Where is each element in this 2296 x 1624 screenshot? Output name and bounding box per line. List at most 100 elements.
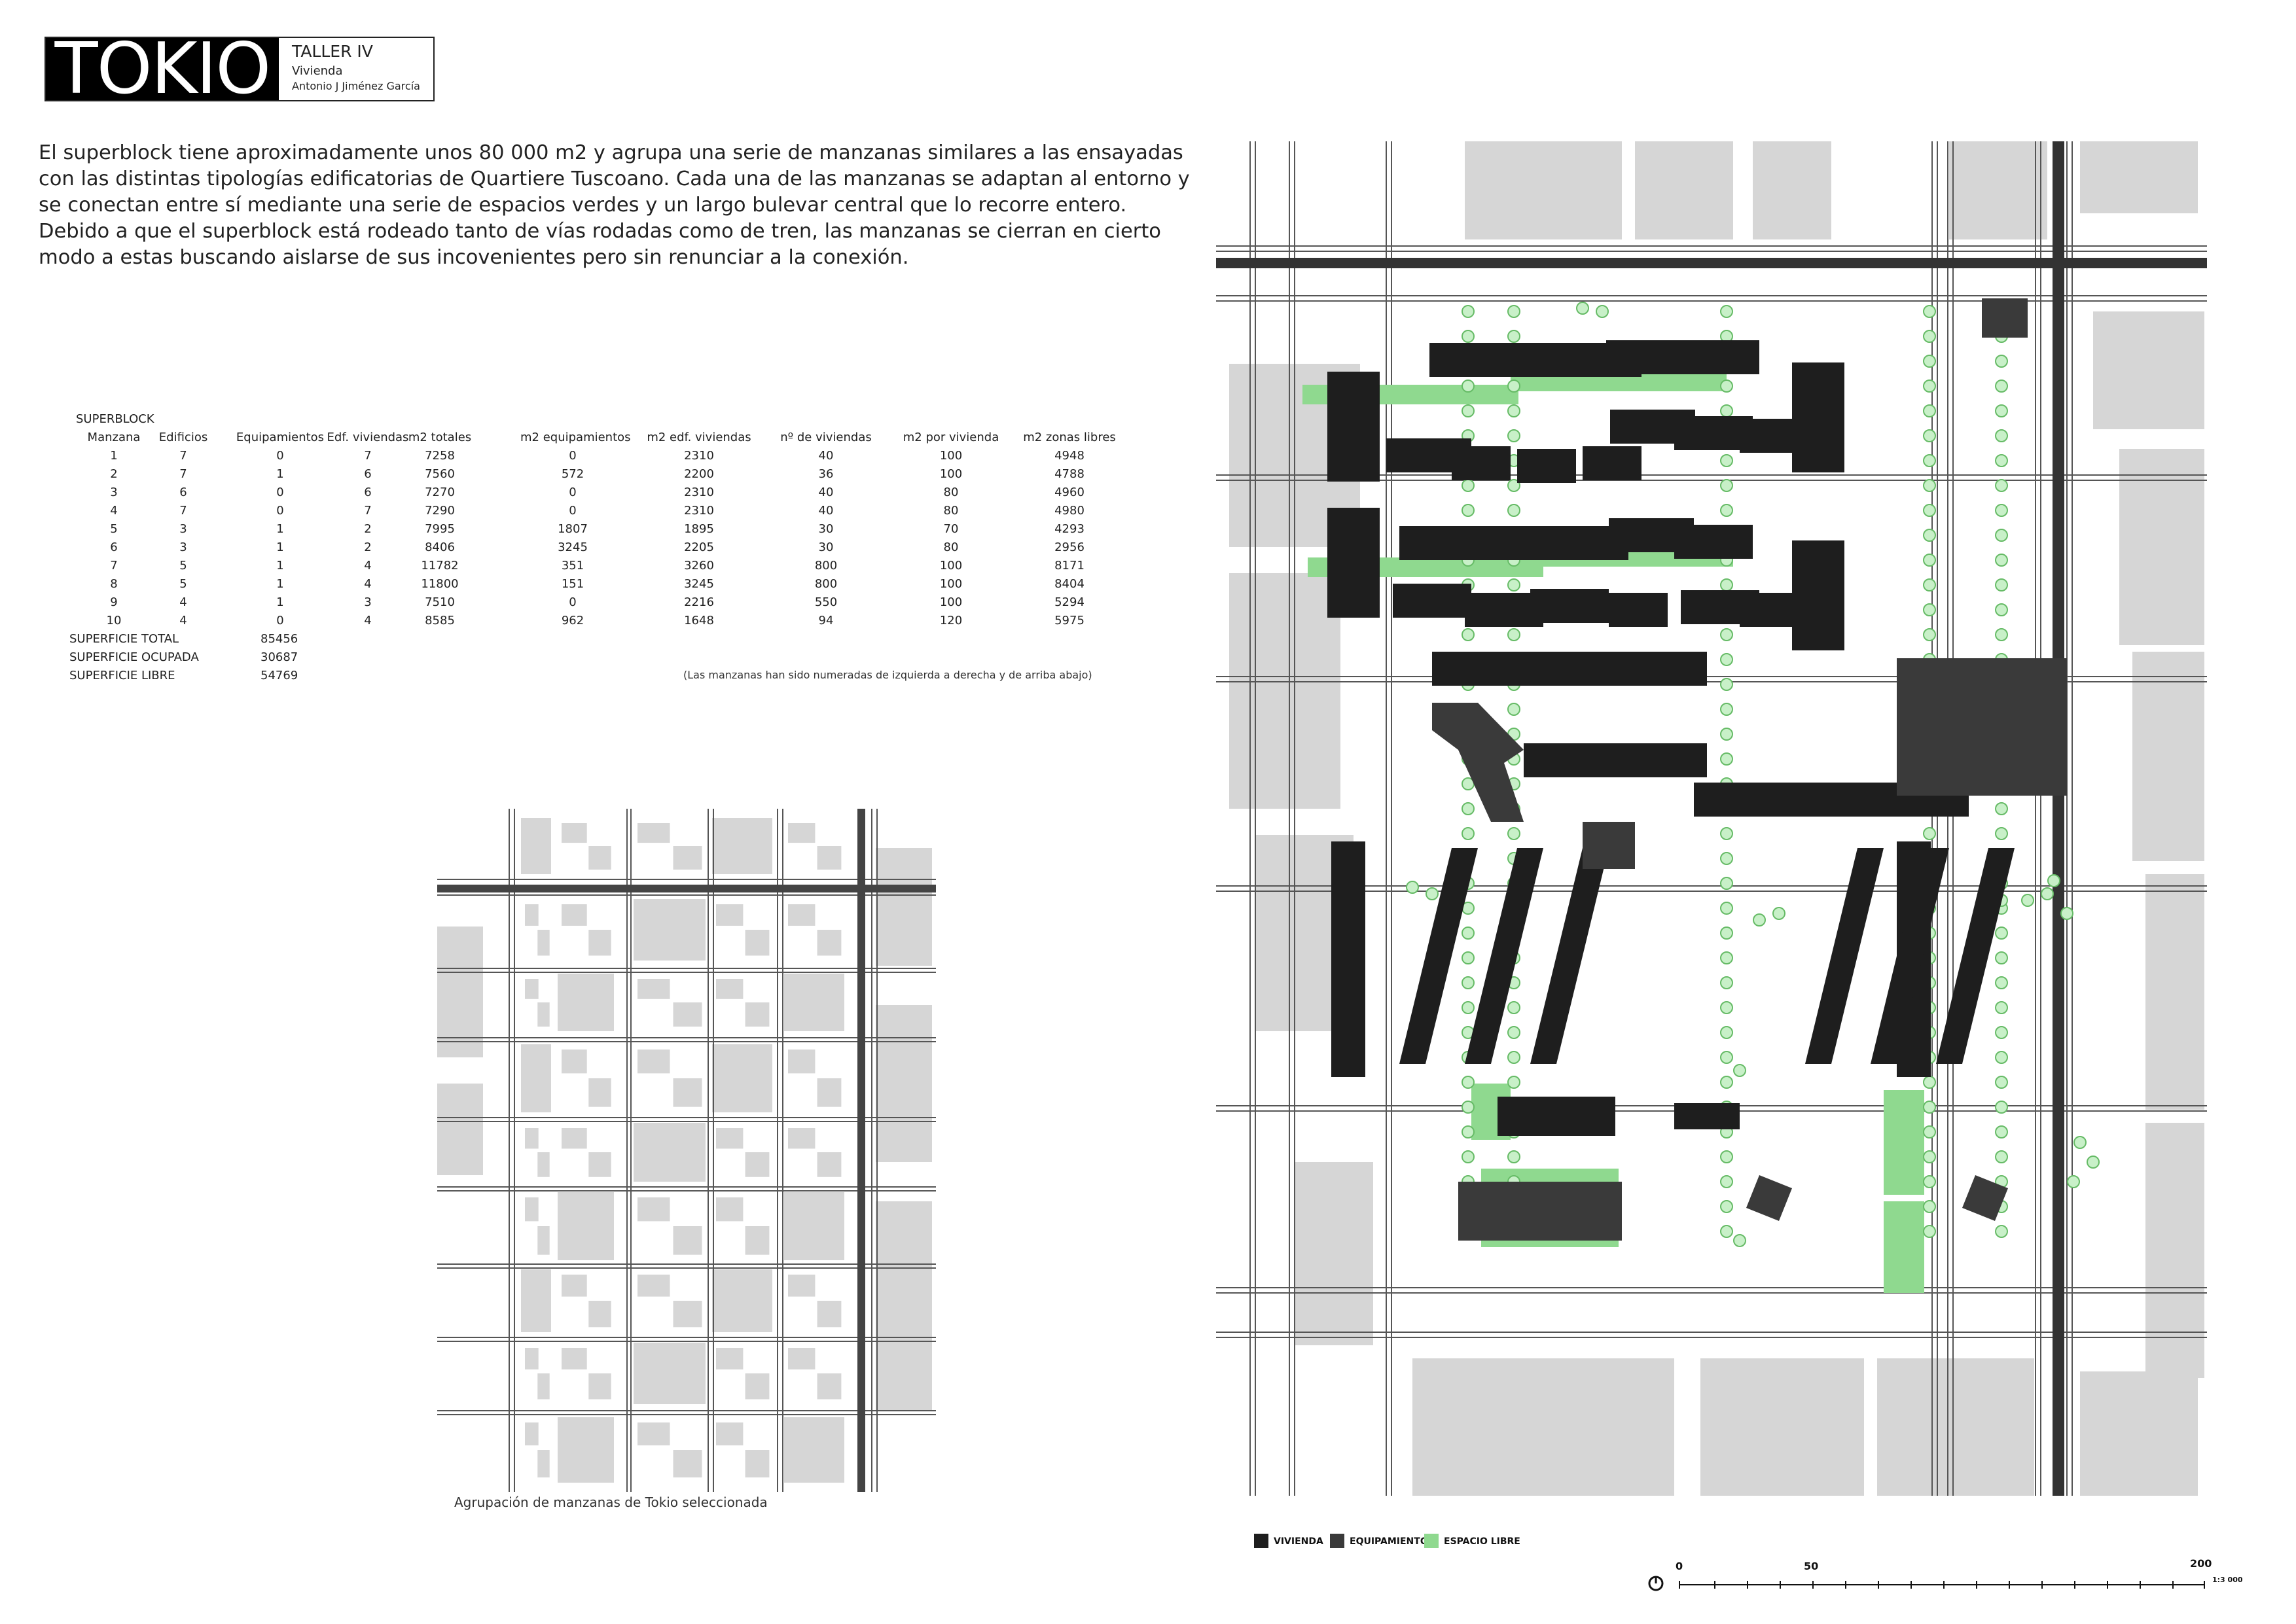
table-cell: 4980	[1054, 504, 1085, 518]
tree	[1720, 1225, 1733, 1238]
tree	[2021, 894, 2034, 907]
table-cell: 4	[110, 504, 118, 518]
table-cell: 1648	[684, 614, 714, 627]
tree	[1772, 907, 1785, 920]
tree	[1720, 305, 1733, 318]
context-building	[1465, 141, 1622, 239]
housing-block	[1327, 372, 1380, 482]
housing-block	[1740, 419, 1812, 453]
housing-slab	[1530, 848, 1609, 1064]
table-cell: 7258	[425, 449, 455, 463]
site-roads	[1216, 141, 2207, 1496]
table-cell: 3	[179, 540, 187, 554]
tree	[1720, 380, 1733, 393]
tree	[1923, 1200, 1936, 1213]
facility-block	[1432, 703, 1524, 822]
table-cell: 7995	[425, 522, 455, 536]
context-building	[562, 1348, 587, 1369]
table-cell: 6	[364, 467, 372, 481]
legend-swatch-green	[1424, 1534, 1439, 1548]
context-building	[784, 1192, 844, 1260]
tree	[1462, 951, 1475, 964]
context-building	[562, 1275, 587, 1297]
table-header: m2 equipamientos	[520, 431, 631, 444]
housing-block	[1399, 526, 1484, 560]
tree	[1507, 703, 1520, 716]
tree	[1720, 454, 1733, 467]
tree	[1995, 628, 2008, 641]
table-header: m2 por vivienda	[903, 431, 999, 444]
tree	[1720, 678, 1733, 691]
context-building	[673, 1002, 702, 1027]
context-building	[525, 1348, 539, 1369]
housing-block	[1327, 508, 1380, 618]
table-cell: 4960	[1054, 485, 1085, 499]
table-cell: 11782	[421, 559, 459, 573]
table-cell: 7	[179, 467, 187, 481]
table-cell: 1	[276, 540, 284, 554]
context-building	[745, 1450, 770, 1477]
facility-block	[1746, 1175, 1792, 1221]
tree	[1720, 1150, 1733, 1163]
tree	[1462, 305, 1475, 318]
table-cell: 3260	[684, 559, 714, 573]
tree	[1720, 1175, 1733, 1188]
housing-block	[1792, 362, 1844, 472]
table-cell: 7	[364, 449, 372, 463]
table-cell: 2310	[684, 485, 714, 499]
context-building	[562, 823, 587, 843]
context-building	[1877, 1358, 2034, 1496]
context-building	[537, 930, 550, 956]
context-building	[716, 979, 744, 999]
table-header: m2 zonas libres	[1023, 431, 1116, 444]
tree	[1720, 728, 1733, 741]
context-building	[1229, 573, 1340, 809]
tree	[2047, 874, 2060, 887]
facility-buildings	[1432, 298, 2067, 1241]
tree	[1507, 578, 1520, 591]
table-cell: 5975	[1054, 614, 1085, 627]
table-cell: 30	[818, 522, 834, 536]
table-cell: 4	[179, 614, 187, 627]
table-cell: 1	[110, 449, 118, 463]
total-label: SUPERFICIE LIBRE	[69, 669, 175, 682]
tree	[1995, 1125, 2008, 1139]
tree	[1995, 802, 2008, 815]
tree	[1462, 976, 1475, 989]
table-cell: 3245	[684, 577, 714, 591]
tree	[1923, 479, 1936, 492]
tree	[1720, 504, 1733, 517]
tree	[1720, 479, 1733, 492]
tree	[1923, 454, 1936, 467]
context-building	[716, 904, 744, 926]
housing-block	[1517, 449, 1576, 483]
context-building	[788, 1275, 816, 1297]
table-header: m2 edf. viviendas	[647, 431, 751, 444]
tree	[1995, 1051, 2008, 1064]
tree	[1720, 951, 1733, 964]
table-cell: 6	[110, 540, 118, 554]
tree	[1995, 404, 2008, 417]
table-cell: 100	[939, 467, 963, 481]
context-building	[673, 1078, 702, 1107]
site-plan	[1216, 141, 2207, 1496]
tree	[1923, 429, 1936, 442]
housing-block	[1498, 1097, 1615, 1136]
context-building	[712, 1044, 772, 1112]
housing-block	[1583, 446, 1641, 480]
green-space	[1884, 1201, 1924, 1293]
context-roads	[437, 809, 936, 1492]
housing-block	[1674, 1103, 1740, 1129]
context-building	[634, 899, 706, 961]
tree	[1462, 1001, 1475, 1014]
tree	[1923, 355, 1936, 368]
context-building	[537, 1450, 550, 1477]
course-label: TALLER IV	[292, 42, 373, 61]
context-building	[673, 846, 702, 870]
table-cell: 7	[110, 559, 118, 573]
context-building	[637, 823, 670, 843]
tree	[1507, 1001, 1520, 1014]
legend-label-green: ESPACIO LIBRE	[1444, 1536, 1520, 1547]
table-cell: 0	[569, 449, 577, 463]
table-header: Edf. viviendas	[327, 431, 409, 444]
